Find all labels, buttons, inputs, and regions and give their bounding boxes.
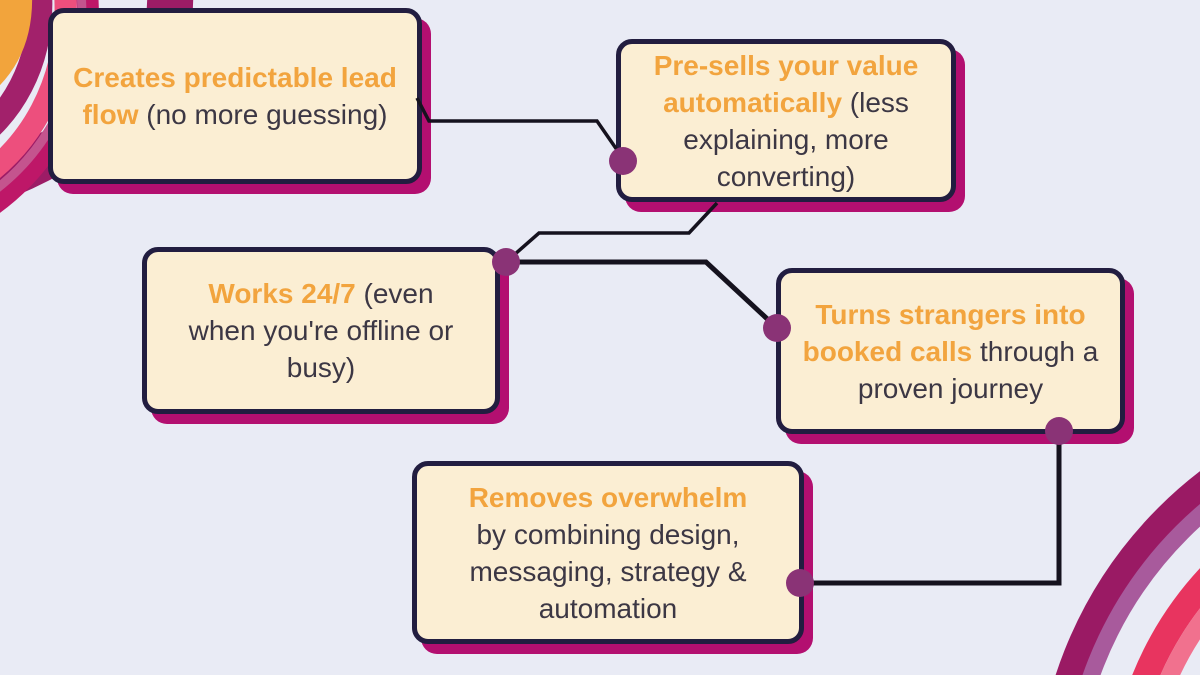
box-text-normal: by combining design, [476,518,740,550]
text-line: when you're offline or [189,312,454,349]
text-line: Pre-sells your value [654,47,919,84]
swirl-arc-magenta [1055,471,1200,675]
box-text-highlight: Creates predictable lead [73,62,397,93]
text-line: by combining design, [469,516,748,553]
text-line: messaging, strategy & [469,553,748,590]
box-text-normal: through a [972,335,1099,367]
swirl-arc-mauve [1082,504,1200,675]
connector-line [506,259,779,330]
box-text-normal: converting) [716,160,856,192]
box-text-normal: proven journey [857,372,1044,404]
text-line: flow (no more guessing) [73,96,397,133]
text-line: Turns strangers into [803,296,1099,333]
box-text-highlight: Pre-sells your value [653,49,919,81]
box-text-highlight: Removes overwhelm [468,481,748,513]
text-line: converting) [654,158,919,195]
text-line: proven journey [803,370,1099,407]
box-text-normal: when you're offline or [188,315,454,346]
box-text-highlight: automatically [663,86,843,118]
box-text-highlight: booked calls [802,335,973,367]
text-line: Removes overwhelm [469,479,748,516]
text-line: Creates predictable lead [73,59,397,96]
connector-line [504,201,719,264]
box-text-normal: (even [355,278,434,309]
box-text: Removes overwhelm by combining design, mes… [469,479,748,627]
box-text-highlight: Works 24/7 [208,278,356,309]
box-text-highlight: Turns strangers into [815,298,1086,330]
text-line: automation [469,590,748,627]
text-line: booked calls through a [803,333,1099,370]
box-text-highlight: flow [82,99,139,130]
swirl-ribbon-orange [0,0,33,86]
box-text-normal: messaging, strategy & [469,555,747,587]
corner-swirl-bottom-right [1055,471,1200,675]
text-line: explaining, more [654,121,919,158]
text-line: Works 24/7 (even [189,275,454,312]
text-line: busy) [189,349,454,386]
box-text-normal: explaining, more [683,123,889,155]
connector-line [415,97,626,161]
swirl-ribbon-magenta [0,0,53,135]
text-line: automatically (less [654,84,919,121]
box-text-normal: (less [842,86,909,118]
swirl-arc-pink-light [1160,608,1200,675]
box-text-normal: (no more guessing) [138,99,388,130]
box-removes-overwhelm: Removes overwhelm by combining design, mes… [412,461,804,644]
connector-line [801,431,1062,586]
box-text-normal: busy) [286,352,356,383]
swirl-arc-pink [1132,568,1200,675]
box-text-normal: automation [538,592,678,624]
